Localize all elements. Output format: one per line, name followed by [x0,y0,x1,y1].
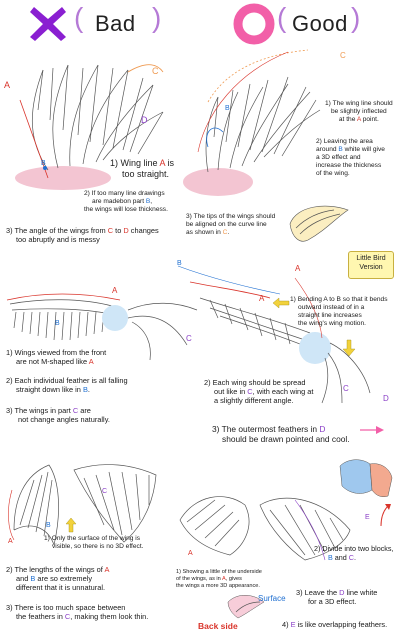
good-bottom-wing-illustration [179,496,351,561]
bad-mid-note-2: 2) Each individual feather is all fallin… [6,376,128,394]
good-mid-wing-illustration [177,265,371,404]
mid-good-label-d: D [383,394,389,403]
bad-bottom-wing-illustration [8,464,157,546]
bad-mid-wing-illustration [6,293,198,361]
bottom-bad-label-a: A [8,538,13,545]
bad-mid-note-3: 3) The wings in part C are not change an… [6,406,110,424]
label-a: A [4,80,11,90]
yellow-down-arrow-icon [342,339,356,357]
bottom-good-label-a: A [188,550,193,557]
bad-close-paren: ) [152,2,162,33]
surface-label: Surface [258,594,286,603]
bottom-bad-label-b: B [46,522,51,529]
good-mid-note-2: 2) Each wing should be spread out like i… [204,378,314,405]
bad-header: Bad [95,11,136,36]
good-bottom-note-2: 2) Divide into two blocks, B and C. [314,544,394,562]
good-open-paren: ( [277,2,287,33]
little-bird-wing-illustration [289,205,349,242]
good-bottom-note-1: 1) Showing a little of the underside of … [176,569,262,589]
mid-good-label-a2: A [295,264,301,273]
bad-top-wing-illustration [15,64,164,190]
good-mid-note-3: 3) The outermost feathers in D should be… [212,424,350,444]
good-top-note-3: 3) The tips of the wings should be align… [186,213,276,236]
mid-bad-label-c: C [186,334,192,343]
good-label-c: C [340,51,346,60]
mid-good-label-a: A [259,294,265,303]
good-top-wing-illustration [183,49,321,196]
label-b: B [41,160,46,167]
circle-icon [233,3,275,45]
colored-wing-block-illustration [339,459,393,497]
label-d: D [141,115,148,125]
bad-top-note-2: 2) If too many line drawings are madebon… [84,190,168,213]
good-bottom-note-3: 3) Leave the D line white for a 3D effec… [296,588,378,606]
back-side-wing-illustration [227,595,265,619]
mid-bad-label-b: B [55,320,60,327]
bottom-good-label-e: E [365,514,370,521]
back-side-label: Back side [198,621,238,631]
mid-bad-label-a: A [112,286,118,295]
bottom-bad-label-c: C [102,488,108,495]
bad-bottom-note-3: 3) There is too much space between the f… [6,603,149,621]
mid-good-label-c: C [343,384,349,393]
good-mid-note-1: 1) Bending A to B so that it bends outwa… [290,296,388,327]
bad-top-note-3: 3) The angle of the wings from C to D ch… [6,226,159,244]
mid-good-label-b: B [177,260,182,267]
good-close-paren: ) [351,2,361,33]
pink-arrow-icon [360,426,384,434]
good-label-b: B [225,105,230,112]
good-top-note-2: 2) Leaving the area around B white will … [316,138,385,177]
good-bottom-note-4: 4) E is like overlapping feathers. [282,620,388,629]
bad-top-note-1: 1) Wing line A is too straight. [110,158,175,179]
bad-bottom-note-2: 2) The lengths of the wings of A and B a… [6,565,110,592]
cross-icon [30,7,66,41]
red-curve-arrow-icon [380,504,391,527]
good-top-note-1: 1) The wing line should be slightly infl… [325,100,393,123]
yellow-up-arrow-icon [65,517,77,533]
bad-open-paren: ( [74,2,84,33]
bad-mid-note-1: 1) Wings viewed from the front are not M… [6,348,107,366]
bad-bottom-note-1: 1) Only the surface of the wing is visib… [44,535,144,550]
label-c: C [152,66,159,76]
good-header: Good [292,11,348,36]
yellow-arrow-icon [272,297,290,309]
